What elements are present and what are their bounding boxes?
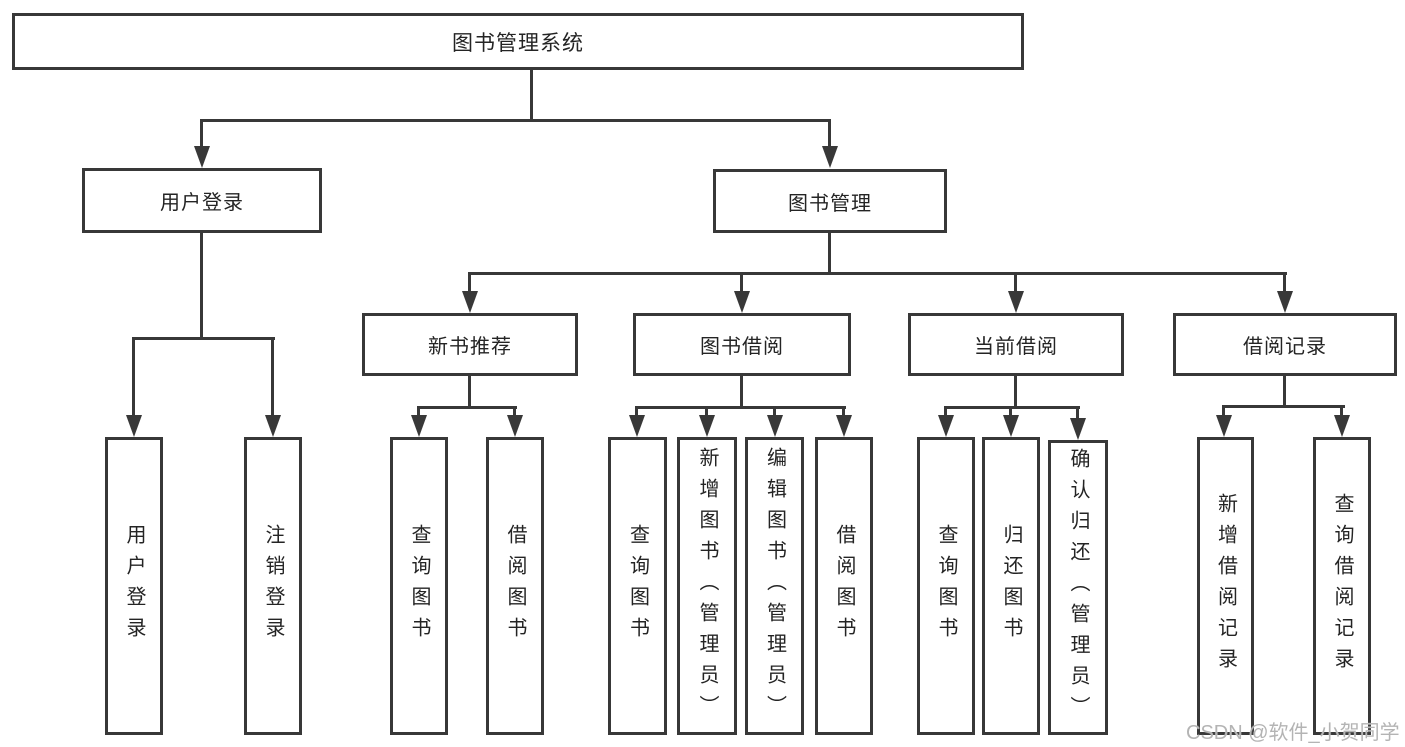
arrow-down-icon xyxy=(767,415,783,437)
leaf-current-query-books-label: 查询图书 xyxy=(935,524,957,648)
node-book-borrowing-label: 图书借阅 xyxy=(700,336,784,358)
leaf-confirm-return-admin-label: 确认归还（管理员） xyxy=(1067,448,1089,727)
connector-line xyxy=(1009,406,1012,417)
connector-line xyxy=(132,337,135,417)
node-root: 图书管理系统 xyxy=(12,13,1024,70)
connector-line xyxy=(417,406,517,409)
arrow-down-icon xyxy=(462,291,478,313)
arrow-down-icon xyxy=(1008,291,1024,313)
arrow-down-icon xyxy=(1070,418,1086,440)
leaf-edit-books-admin-label: 编辑图书（管理员） xyxy=(763,446,786,726)
leaf-recommend-query-books-label: 查询图书 xyxy=(408,524,430,648)
node-root-label: 图书管理系统 xyxy=(452,31,584,55)
arrow-down-icon xyxy=(126,415,142,437)
arrow-down-icon xyxy=(822,146,838,168)
csdn-watermark: CSDN @软件_小贺同学 xyxy=(1186,722,1400,744)
connector-line xyxy=(1283,376,1286,408)
connector-line xyxy=(1222,405,1345,408)
arrow-down-icon xyxy=(1334,415,1350,437)
connector-line xyxy=(513,406,516,417)
connector-line xyxy=(635,406,846,409)
node-book-management: 图书管理 xyxy=(713,169,947,233)
leaf-recommend-query-books: 查询图书 xyxy=(390,437,448,735)
node-borrowing-records-label: 借阅记录 xyxy=(1243,336,1327,358)
connector-line xyxy=(1014,376,1017,409)
connector-line xyxy=(417,406,420,417)
leaf-add-borrow-record-label: 新增借阅记录 xyxy=(1214,493,1237,679)
connector-line xyxy=(468,272,1287,275)
connector-line xyxy=(1222,405,1225,417)
connector-line xyxy=(1283,272,1286,293)
arrow-down-icon xyxy=(507,415,523,437)
leaf-return-books-label: 归还图书 xyxy=(1000,524,1022,648)
leaf-recommend-borrow-books: 借阅图书 xyxy=(486,437,544,735)
node-book-management-label: 图书管理 xyxy=(788,192,872,215)
arrow-down-icon xyxy=(836,415,852,437)
connector-line xyxy=(828,119,831,148)
arrow-down-icon xyxy=(194,146,210,168)
leaf-user-login-label: 用户登录 xyxy=(123,524,145,648)
leaf-edit-books-admin: 编辑图书（管理员） xyxy=(745,437,804,735)
leaf-add-books-admin-label: 新增图书（管理员） xyxy=(696,446,718,726)
arrow-down-icon xyxy=(734,291,750,313)
connector-line xyxy=(944,406,947,417)
connector-line xyxy=(740,272,743,293)
connector-line xyxy=(828,233,831,275)
connector-line xyxy=(200,119,831,122)
leaf-logout-label: 注销登录 xyxy=(262,524,284,648)
leaf-return-books: 归还图书 xyxy=(982,437,1040,735)
connector-line xyxy=(842,406,845,417)
node-current-borrowing: 当前借阅 xyxy=(908,313,1124,376)
connector-line xyxy=(200,119,203,148)
connector-line xyxy=(1014,272,1017,293)
node-current-borrowing-label: 当前借阅 xyxy=(974,336,1058,358)
arrow-down-icon xyxy=(1277,291,1293,313)
leaf-add-books-admin: 新增图书（管理员） xyxy=(677,437,737,735)
arrow-down-icon xyxy=(629,415,645,437)
node-user-login-label: 用户登录 xyxy=(160,192,244,214)
node-user-login: 用户登录 xyxy=(82,168,322,233)
leaf-query-borrow-record-label: 查询借阅记录 xyxy=(1331,493,1353,679)
leaf-current-query-books: 查询图书 xyxy=(917,437,975,735)
connector-line xyxy=(635,406,638,417)
connector-line xyxy=(1076,406,1079,420)
leaf-confirm-return-admin: 确认归还（管理员） xyxy=(1048,440,1108,735)
arrow-down-icon xyxy=(411,415,427,437)
connector-line xyxy=(705,406,708,417)
node-book-borrowing: 图书借阅 xyxy=(633,313,851,376)
connector-line xyxy=(740,376,743,409)
connector-line xyxy=(773,406,776,417)
leaf-logout: 注销登录 xyxy=(244,437,302,735)
leaf-user-login: 用户登录 xyxy=(105,437,163,735)
connector-line xyxy=(944,406,1080,409)
connector-line xyxy=(530,70,533,119)
connector-line xyxy=(132,337,275,340)
connector-line xyxy=(271,337,274,417)
arrow-down-icon xyxy=(938,415,954,437)
leaf-borrowing-query-books: 查询图书 xyxy=(608,437,667,735)
leaf-borrowing-borrow-books-label: 借阅图书 xyxy=(833,524,855,648)
arrow-down-icon xyxy=(265,415,281,437)
connector-line xyxy=(200,233,203,340)
leaf-query-borrow-record: 查询借阅记录 xyxy=(1313,437,1371,735)
leaf-recommend-borrow-books-label: 借阅图书 xyxy=(504,524,526,648)
leaf-borrowing-borrow-books: 借阅图书 xyxy=(815,437,873,735)
leaf-add-borrow-record: 新增借阅记录 xyxy=(1197,437,1254,735)
connector-line xyxy=(468,376,471,409)
node-new-book-recommend: 新书推荐 xyxy=(362,313,578,376)
arrow-down-icon xyxy=(699,415,715,437)
node-new-book-recommend-label: 新书推荐 xyxy=(428,336,512,358)
connector-line xyxy=(468,272,471,293)
connector-line xyxy=(1340,405,1343,417)
arrow-down-icon xyxy=(1003,415,1019,437)
node-borrowing-records: 借阅记录 xyxy=(1173,313,1397,376)
arrow-down-icon xyxy=(1216,415,1232,437)
leaf-borrowing-query-books-label: 查询图书 xyxy=(626,524,649,648)
